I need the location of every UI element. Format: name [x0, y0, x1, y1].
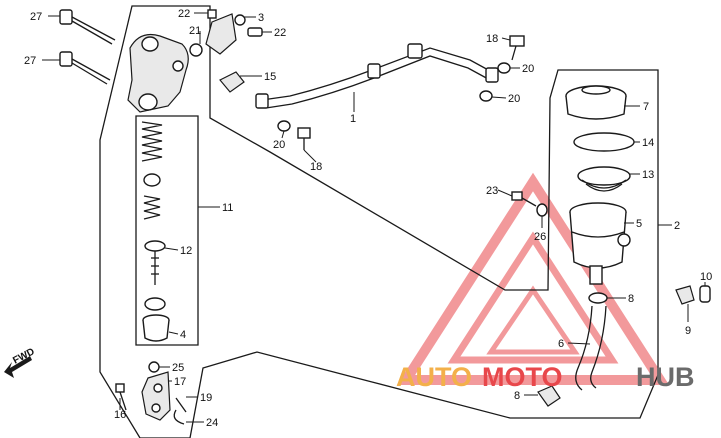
callout-22: 23: [486, 185, 498, 197]
callout-2: 2: [674, 220, 680, 232]
callout-13: 13: [642, 169, 654, 181]
callout-1: 1: [350, 113, 356, 125]
callout-23-top: 22: [178, 8, 190, 20]
push-rod-12: [144, 240, 166, 285]
washer-20-mid: [479, 90, 493, 102]
watermark-text-hub: HUB: [636, 362, 695, 392]
cap-10: [699, 285, 711, 303]
callout-8-upper: 8: [628, 293, 634, 305]
callout-14: 14: [642, 137, 654, 149]
callout-23-right: 22: [274, 27, 286, 39]
bolt-18-upper: [509, 35, 525, 61]
hose-joint-3: [189, 9, 263, 57]
callout-15: 15: [264, 71, 276, 83]
callout-4: 4: [180, 329, 186, 341]
callout-17: 17: [174, 376, 186, 388]
circlip: [144, 297, 166, 311]
callout-20-lower: 20: [273, 139, 285, 151]
bracket-17: [141, 371, 171, 421]
cylinder-internals-bracket: [135, 115, 199, 346]
callout-27-upper: 27: [30, 11, 42, 23]
washer-25: [536, 203, 548, 217]
callout-3: 3: [258, 12, 264, 24]
callout-24: 25: [172, 362, 184, 374]
washer-20-upper: [497, 62, 511, 74]
callout-18-lower: 18: [310, 161, 322, 173]
callout-26: 24: [206, 417, 218, 429]
watermark-text-auto: AUTO: [396, 362, 472, 392]
plate-14: [573, 132, 635, 152]
bolt-16: [115, 383, 127, 411]
callout-20-mid: 20: [508, 93, 520, 105]
diaphragm-13: [577, 166, 631, 192]
bolt-27-upper: [59, 9, 116, 45]
callout-6: 6: [558, 338, 564, 350]
assembly-outline: [99, 5, 659, 438]
nut-24: [148, 361, 160, 373]
reservoir-5: [569, 202, 631, 285]
callout-18-upper: 18: [486, 33, 498, 45]
hose-6: [575, 305, 607, 391]
callout-10: 10: [700, 271, 712, 283]
callout-5: 5: [636, 218, 642, 230]
clamp-8-lower: [537, 385, 561, 407]
callout-27-lower: 27: [24, 55, 36, 67]
clamp-8-upper: [588, 292, 608, 304]
piston-spring: [141, 121, 163, 220]
master-cylinder-body: [127, 33, 189, 113]
callout-7: 7: [643, 101, 649, 113]
callout-16: 16: [114, 409, 126, 421]
pin-19-26: [173, 397, 187, 425]
callout-12: 12: [180, 245, 192, 257]
callout-19: 19: [200, 392, 212, 404]
callout-20-upper: 20: [522, 63, 534, 75]
boot-4: [142, 314, 170, 342]
callout-21: 21: [189, 25, 201, 37]
leader-lines: [42, 12, 706, 423]
fwd-arrow-icon: [4, 356, 32, 378]
callout-9: 9: [685, 325, 691, 337]
callout-25: 26: [534, 231, 546, 243]
callout-11: 11: [222, 202, 233, 214]
watermark-text-moto: MOTO: [482, 362, 563, 392]
bolt-18-lower: [297, 127, 311, 150]
callout-8-lower: 8: [514, 390, 520, 402]
washer-20-lower: [277, 120, 291, 132]
clip-9: [675, 285, 695, 305]
bolt-27-lower: [59, 51, 111, 85]
reservoir-hose-1: [255, 43, 499, 109]
reservoir-cap-7: [565, 85, 627, 120]
hose-clip-15: [219, 71, 245, 93]
